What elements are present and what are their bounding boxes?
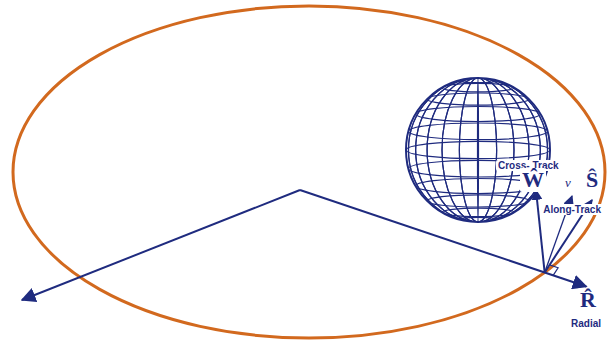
vector-symbol: v <box>563 176 573 190</box>
right-angle-mark <box>550 265 559 275</box>
orbit-ellipse <box>13 6 605 338</box>
earth-globe <box>406 78 550 222</box>
cross-track-axis <box>536 190 545 272</box>
reference-axis <box>22 190 300 300</box>
axis-symbol: Ŝ <box>584 168 600 192</box>
axis-symbol: R̂ <box>578 288 598 312</box>
axis-name: Radial <box>569 318 603 329</box>
axis-name: Along-Track <box>541 204 603 215</box>
axis-symbol: Ŵ <box>520 168 546 192</box>
